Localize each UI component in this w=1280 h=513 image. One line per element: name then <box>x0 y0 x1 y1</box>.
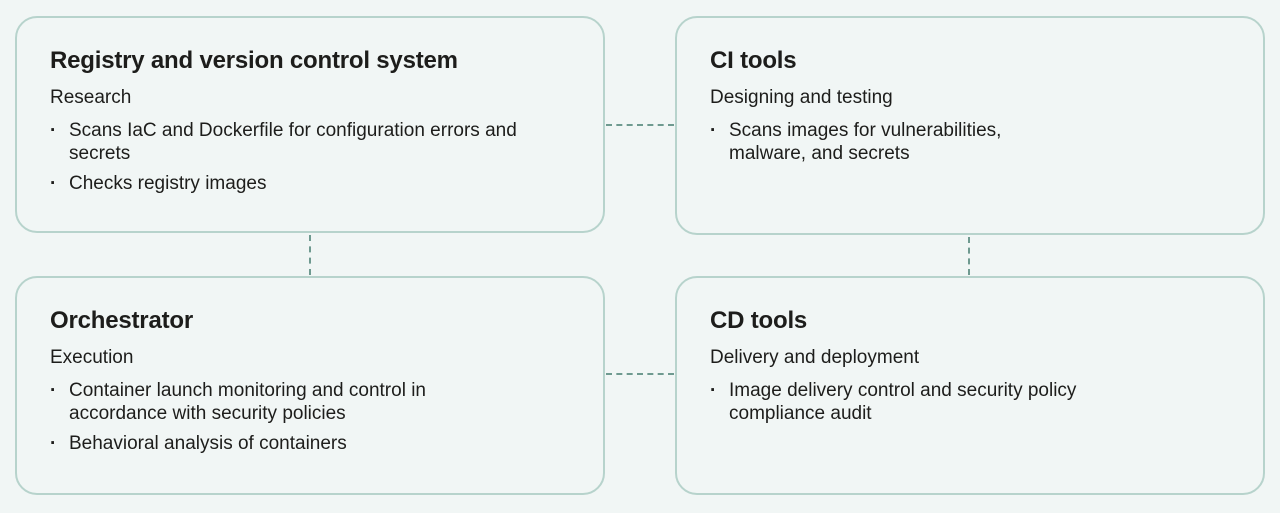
list-item: Behavioral analysis of containers <box>50 432 571 455</box>
list-item-text: Behavioral analysis of containers <box>69 433 347 454</box>
list-item-text: Image delivery control and security poli… <box>729 380 1077 424</box>
connector-ci-cd <box>968 237 970 275</box>
connector-orchestrator-cd <box>606 373 674 375</box>
list-item: Image delivery control and security poli… <box>710 379 1231 425</box>
card-orchestrator: Orchestrator Execution Container launch … <box>15 276 605 495</box>
connector-registry-orchestrator <box>309 235 311 275</box>
card-list: Container launch monitoring and control … <box>50 379 571 455</box>
card-subtitle: Research <box>50 87 132 108</box>
list-item-text: Scans images for vulnerabilities, malwar… <box>729 120 1002 164</box>
list-item-text: Container launch monitoring and control … <box>69 380 426 424</box>
card-subtitle: Designing and testing <box>710 87 893 108</box>
card-list: Scans images for vulnerabilities, malwar… <box>710 119 1231 165</box>
card-list: Scans IaC and Dockerfile for configurati… <box>50 119 571 195</box>
list-item: Container launch monitoring and control … <box>50 379 571 425</box>
card-title: CI tools <box>710 47 797 74</box>
card-title: Orchestrator <box>50 307 193 334</box>
list-item-text: Checks registry images <box>69 173 267 194</box>
card-ci-tools: CI tools Designing and testing Scans ima… <box>675 16 1265 235</box>
card-list: Image delivery control and security poli… <box>710 379 1231 425</box>
card-registry-version-control: Registry and version control system Rese… <box>15 16 605 233</box>
list-item-text: Scans IaC and Dockerfile for configurati… <box>69 120 517 164</box>
list-item: Checks registry images <box>50 172 571 195</box>
card-title: CD tools <box>710 307 808 334</box>
card-subtitle: Execution <box>50 347 134 368</box>
card-subtitle: Delivery and deployment <box>710 347 920 368</box>
connector-registry-ci <box>606 124 674 126</box>
list-item: Scans images for vulnerabilities, malwar… <box>710 119 1231 165</box>
card-title: Registry and version control system <box>50 47 458 74</box>
card-cd-tools: CD tools Delivery and deployment Image d… <box>675 276 1265 495</box>
list-item: Scans IaC and Dockerfile for configurati… <box>50 119 571 165</box>
